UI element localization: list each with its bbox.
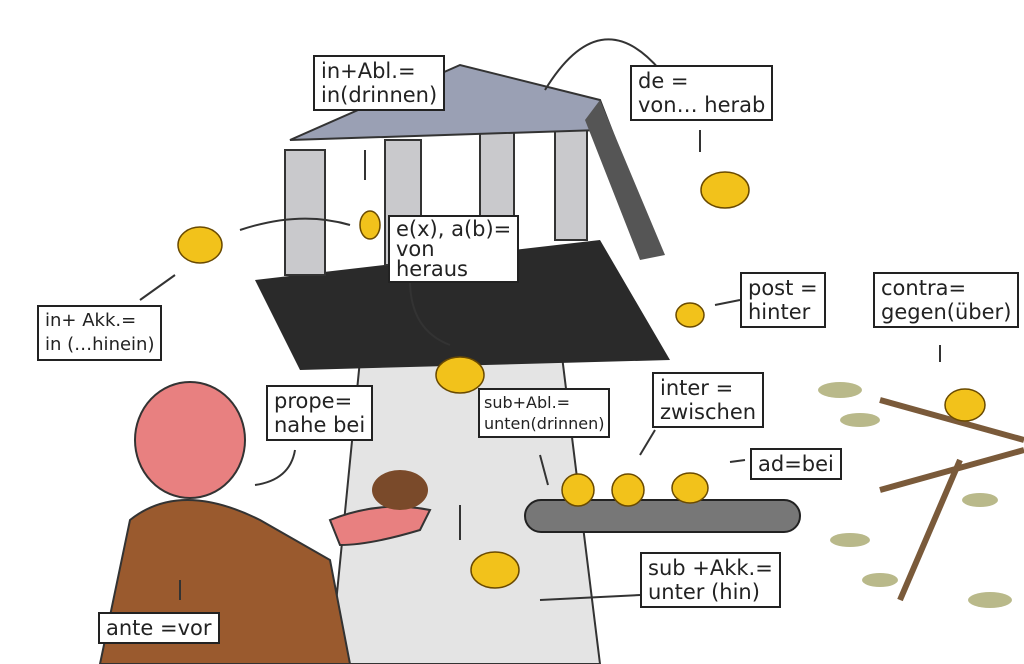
man-hand bbox=[328, 505, 432, 547]
label-sub-akk-line1: sub +Akk.= bbox=[648, 556, 773, 580]
label-inter: inter = zwischen bbox=[652, 372, 765, 428]
label-inter-line1: inter = bbox=[660, 376, 734, 400]
label-sub-abl-line2: unten(drinnen) bbox=[484, 414, 605, 433]
label-inter-line2: zwischen bbox=[660, 400, 757, 424]
label-contra-line2: gegen(über) bbox=[881, 300, 1012, 324]
label-in-akk-line1: in+ Akk.= bbox=[45, 310, 137, 331]
temple-base bbox=[255, 240, 670, 370]
label-contra: contra= gegen(über) bbox=[873, 272, 1020, 328]
label-in-abl: in+Abl.= in(drinnen) bbox=[313, 55, 446, 111]
arrows bbox=[139, 38, 941, 601]
label-prope-line1: prope= bbox=[274, 389, 353, 413]
birds bbox=[177, 171, 986, 589]
label-ex-ab-line3: heraus bbox=[396, 257, 468, 281]
label-prope-line2: nahe bei bbox=[274, 413, 366, 437]
label-ex-ab-line2: von bbox=[396, 237, 435, 261]
label-de-line1: de = bbox=[638, 69, 689, 93]
label-post-line1: post = bbox=[748, 276, 818, 300]
label-contra-line1: contra= bbox=[881, 276, 967, 300]
label-in-akk: in+ Akk.= in (…hinein) bbox=[37, 305, 163, 361]
label-ad-line1: ad=bei bbox=[758, 452, 834, 476]
label-de: de = von… herab bbox=[630, 65, 774, 121]
leaves bbox=[818, 382, 1012, 608]
label-in-abl-line2: in(drinnen) bbox=[321, 83, 438, 107]
label-prope: prope= nahe bei bbox=[266, 385, 374, 441]
label-ex-ab-line1: e(x), a(b)= bbox=[396, 217, 512, 241]
man-head bbox=[134, 381, 246, 499]
label-ante: ante =vor bbox=[98, 612, 220, 644]
temple-side bbox=[585, 100, 665, 260]
label-post: post = hinter bbox=[740, 272, 826, 328]
label-ante-line1: ante =vor bbox=[106, 616, 212, 640]
label-sub-abl-line1: sub+Abl.= bbox=[484, 393, 571, 412]
tree-branch bbox=[879, 397, 1024, 602]
label-sub-abl: sub+Abl.= unten(drinnen) bbox=[478, 388, 611, 438]
label-sub-akk: sub +Akk.= unter (hin) bbox=[640, 552, 781, 608]
label-post-line2: hinter bbox=[748, 300, 811, 324]
label-de-line2: von… herab bbox=[638, 93, 766, 117]
label-ad: ad=bei bbox=[750, 448, 842, 480]
label-sub-akk-line2: unter (hin) bbox=[648, 580, 760, 604]
bread bbox=[372, 470, 428, 510]
pipe bbox=[524, 499, 801, 533]
label-in-akk-line2: in (…hinein) bbox=[45, 334, 155, 355]
label-ex-ab: e(x), a(b)= von heraus bbox=[388, 215, 520, 283]
label-in-abl-line1: in+Abl.= bbox=[321, 59, 416, 83]
